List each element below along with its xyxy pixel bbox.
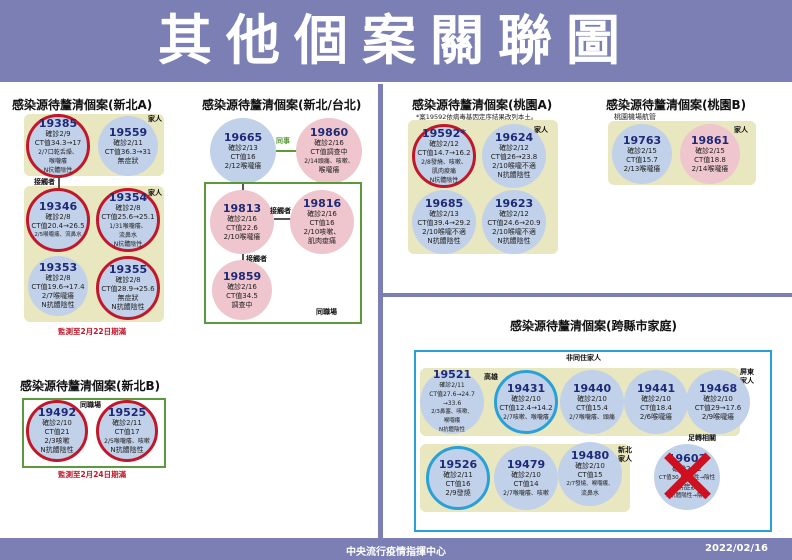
vertical-divider (378, 84, 383, 538)
ntp-a-contact-label: 接觸者 (34, 178, 55, 186)
ntp-a-monitor-note: 監測至2月22日期滿 (58, 327, 127, 336)
section-title-cross: 感染源待釐清個案(跨縣市家庭) (510, 319, 677, 333)
same-workplace-box (204, 182, 362, 324)
footwork-label: 足轉相關 (688, 434, 716, 442)
ty-a-family-label: 家人 (534, 126, 548, 134)
ntp-b-workplace-label: 同職場 (80, 401, 101, 409)
section-title-ntp-tpe: 感染源待釐清個案(新北/台北) (202, 98, 362, 112)
ntp-tpe-vlink-2 (242, 254, 244, 262)
section-title-ty-b: 感染源待釐清個案(桃園B) (606, 98, 747, 112)
ntp-tpe-contact-label: 接觸者 (270, 207, 291, 215)
footer-org: 中央流行疫情指揮中心 (346, 547, 446, 558)
section-title-ty-a: 感染源待釐清個案(桃園A) (412, 98, 553, 112)
kaohsiung-label: 高雄 (484, 373, 498, 381)
ntp-tpe-vlink (242, 184, 244, 194)
footer-date: 2022/02/16 (705, 543, 768, 554)
pingtung-label: 屏東家人 (740, 368, 754, 385)
colleague-link (276, 150, 298, 152)
newtaipei-label: 新北家人 (618, 446, 632, 463)
page-title: 其他個案關聯圖 (158, 9, 634, 72)
family-outer-box (414, 350, 772, 532)
ty-b-family-label: 家人 (734, 126, 748, 134)
ntp-tpe-contact-label-2: 接觸者 (246, 255, 267, 263)
removed-cross-icon: ✕ (654, 431, 722, 524)
header-bar (0, 0, 792, 82)
rule-change-note: *案19592依病毒基因定序結果改列本土。 (416, 113, 538, 121)
horizontal-divider (383, 293, 792, 297)
colleague-label: 同事 (276, 137, 290, 145)
section-title-ntp-b: 感染源待釐清個案(新北B) (20, 379, 161, 393)
section-title-ntp-a: 感染源待釐清個案(新北A) (12, 98, 153, 112)
ntp-b-workplace-box (22, 398, 166, 468)
footer-bar: 中央流行疫情指揮中心 2022/02/16 (0, 538, 792, 560)
ntp-a-link (58, 172, 60, 190)
same-workplace-label: 同職場 (316, 308, 337, 316)
not-living-family-label: 非同住家人 (566, 354, 601, 362)
ntp-a-family-label: 家人 (148, 115, 162, 123)
ntp-tpe-contact-link (274, 218, 292, 220)
ntp-b-monitor-note: 監測至2月24日期滿 (58, 470, 127, 479)
ntp-a-family-label-2: 家人 (148, 189, 162, 197)
ty-airport-label: 桃園機場航管 (614, 113, 656, 121)
